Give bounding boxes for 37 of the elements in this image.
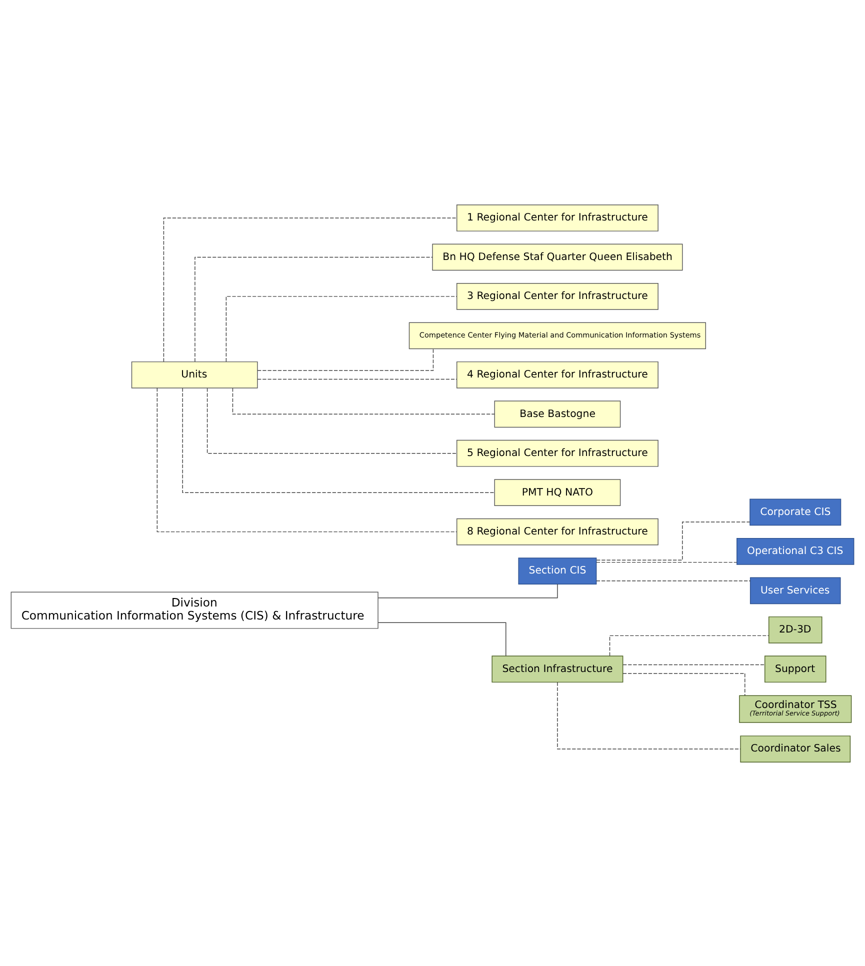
node-box: 2D-3D [768, 616, 822, 643]
connector [557, 681, 741, 749]
connector [378, 622, 506, 656]
connector [609, 634, 770, 656]
node-box: Bn HQ Defense Staf Quarter Queen Elisabeth [432, 243, 683, 270]
node-box: Support [764, 655, 826, 682]
node-box: Coordinator Sales [740, 735, 851, 762]
node-box: Section Infrastructure [492, 655, 624, 682]
node-box: Division Communication Information Systems (CIS) & Infrastructure [10, 591, 378, 628]
node-box: 3 Regional Center for Infrastructure [456, 282, 658, 310]
node-box: 8 Regional Center for Infrastructure [456, 518, 658, 545]
connector [257, 378, 457, 380]
node-box: Competence Center Flying Material and Communication Information Systems [408, 322, 706, 349]
node-box: Units [131, 360, 258, 388]
connector [378, 583, 558, 598]
connector [596, 561, 738, 562]
node-box: PMT HQ NATO [494, 478, 621, 506]
connector [232, 387, 495, 414]
connector [194, 256, 433, 362]
connector [156, 387, 458, 532]
connector [163, 217, 458, 362]
connector [596, 580, 751, 581]
connector [622, 672, 746, 696]
connector [257, 348, 434, 370]
node-box: Operational C3 CIS [736, 537, 854, 564]
node-box: Corporate CIS [750, 498, 842, 526]
connector [206, 387, 457, 454]
node-box: 4 Regional Center for Infrastructure [456, 360, 658, 388]
connector [596, 521, 750, 560]
node-box: User Services [750, 576, 841, 604]
node-box: Section CIS [518, 557, 597, 584]
connector [226, 296, 458, 362]
connector [622, 664, 766, 665]
node-box: 5 Regional Center for Infrastructure [456, 439, 658, 466]
node-box: Base Bastogne [494, 400, 621, 428]
connector [182, 387, 495, 492]
node-box: 1 Regional Center for Infrastructure [456, 204, 658, 231]
